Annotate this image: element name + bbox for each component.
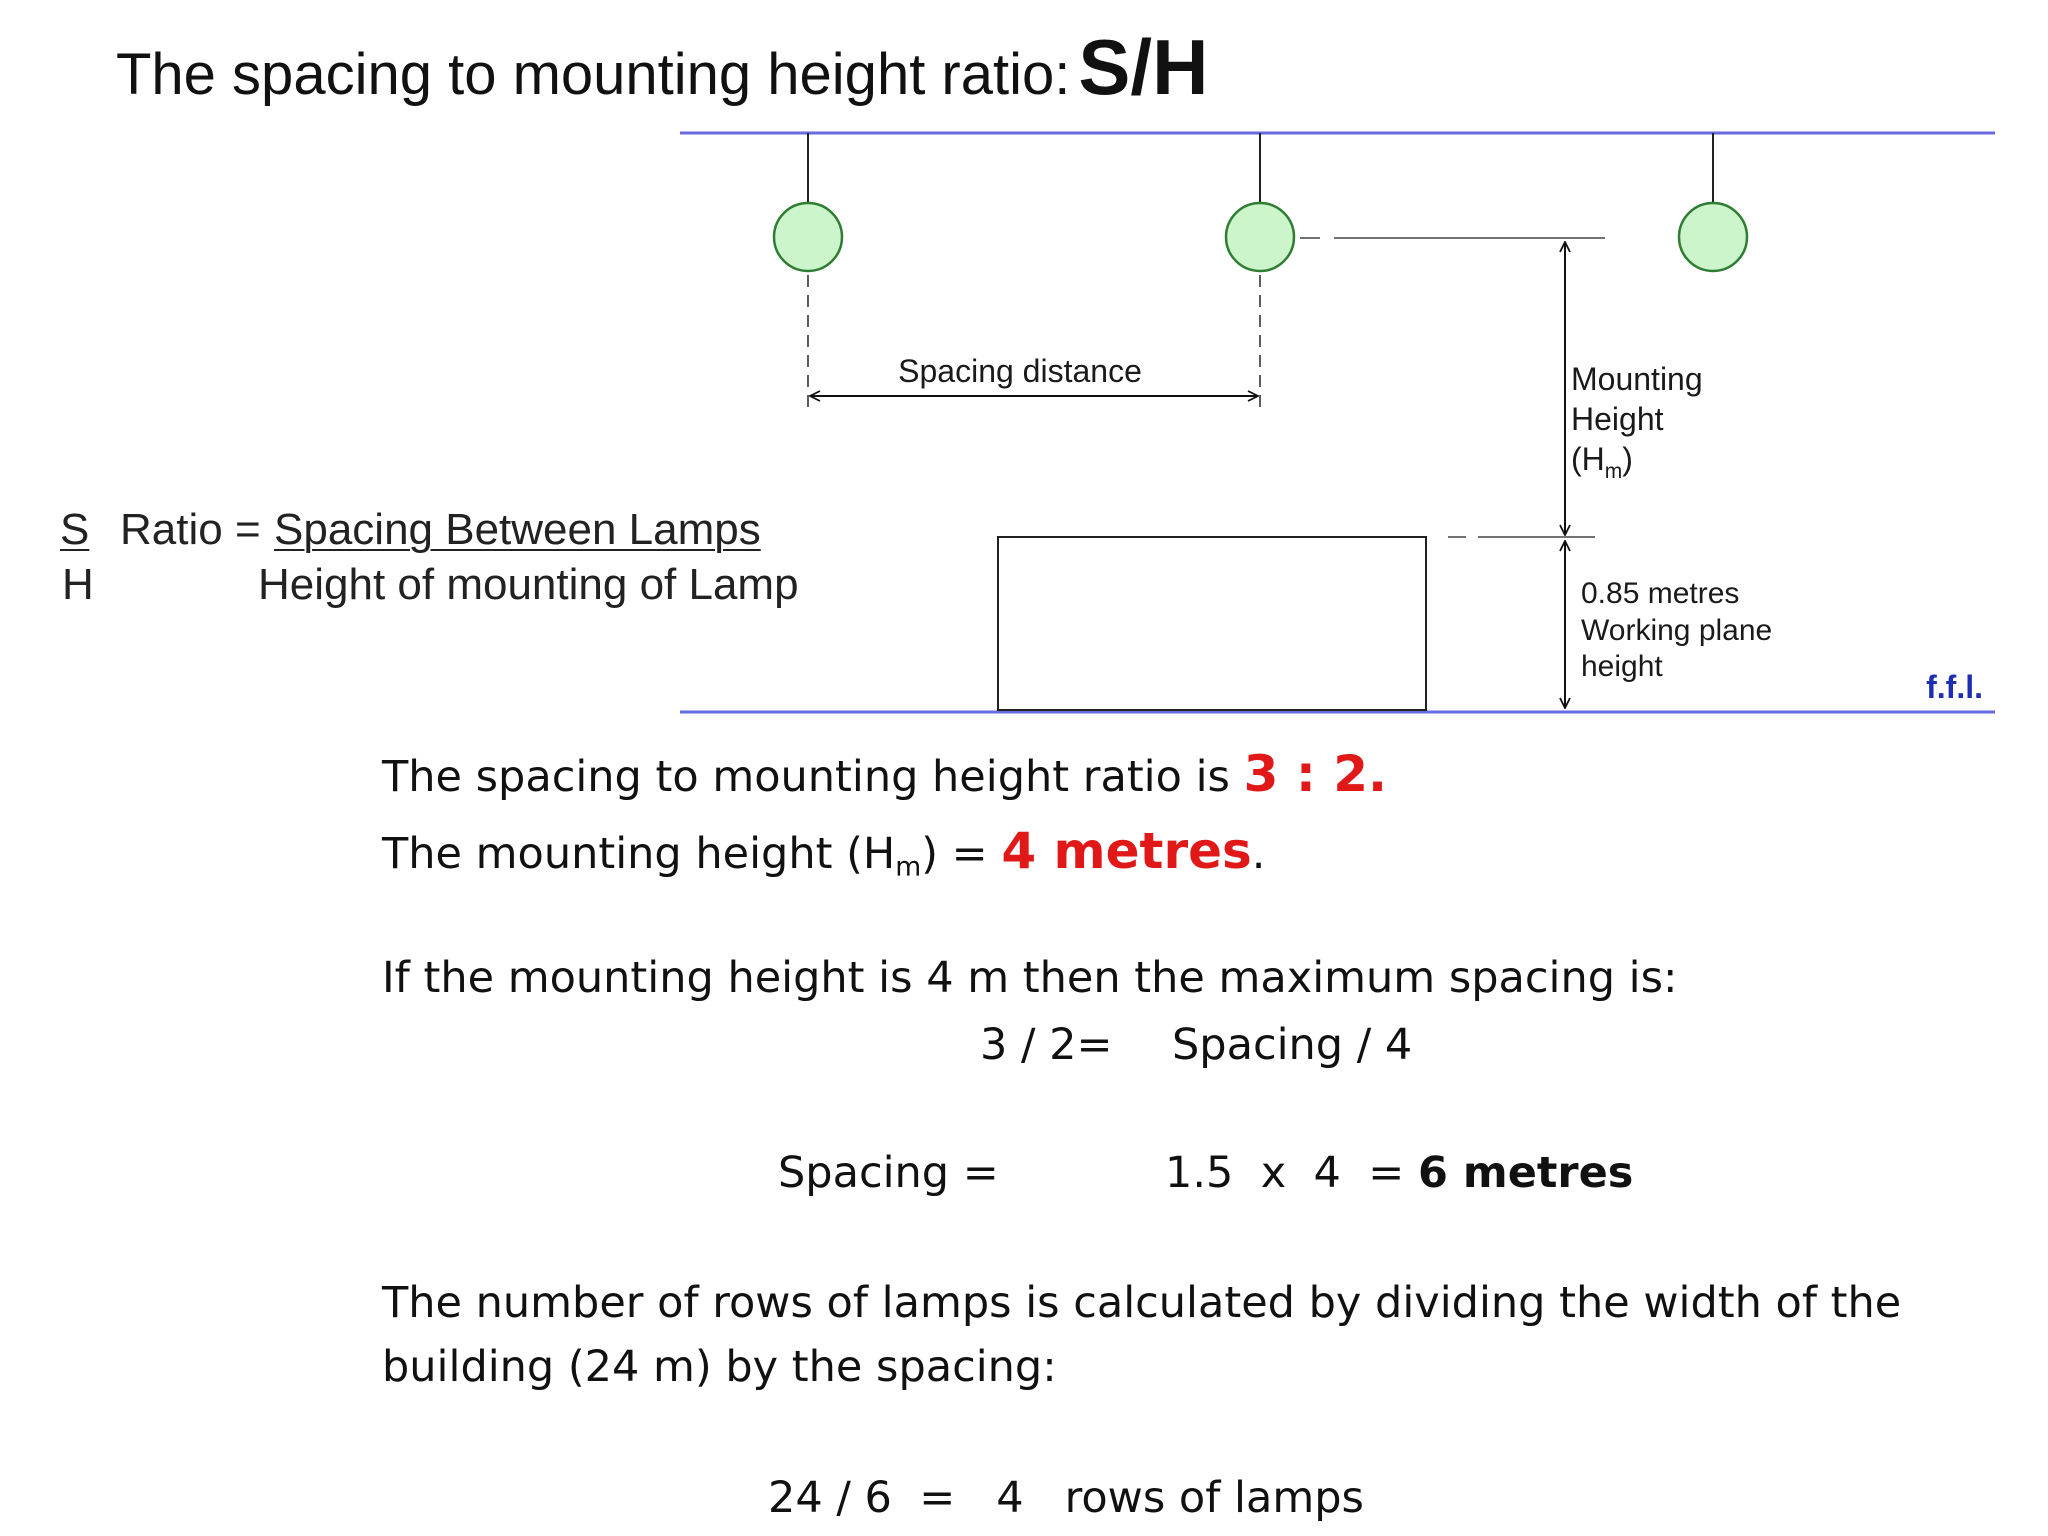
floor-level-label: f.f.l.	[1926, 669, 1983, 705]
formula-h: H	[62, 560, 94, 609]
formula-s: S	[60, 505, 90, 554]
lamp-1	[772, 133, 844, 273]
mounting-height-value: 4 metres	[1001, 822, 1252, 880]
spacing-distance-label: Spacing distance	[898, 353, 1142, 389]
working-plane-label-line2: Working plane	[1581, 614, 1772, 647]
title-text: The spacing to mounting height ratio:	[116, 42, 1071, 107]
equation-1-right: Spacing / 4	[1172, 1020, 1413, 1070]
ratio-statement: The spacing to mounting height ratio is …	[382, 745, 1388, 803]
rows-equation: 24 / 6 = 4 rows of lamps	[768, 1473, 1364, 1523]
formula-denominator: Height of mounting of Lamp	[258, 560, 799, 609]
equation-2-calc: 1.5 x 4 =	[1165, 1148, 1405, 1198]
equation-2-left: Spacing =	[778, 1148, 999, 1198]
equation-1-left: 3 / 2=	[980, 1020, 1113, 1070]
formula-ratio-prefix: Ratio =	[120, 505, 261, 554]
page-title: The spacing to mounting height ratio:S/H	[116, 22, 1208, 113]
formula-numerator: Spacing Between Lamps	[274, 505, 761, 554]
lamp-3	[1677, 133, 1749, 273]
max-spacing-statement: If the mounting height is 4 m then the m…	[382, 953, 1678, 1003]
sh-formula: S	[60, 505, 89, 555]
title-symbol: S/H	[1078, 23, 1209, 111]
mounting-height-label-line2: Height	[1571, 401, 1664, 437]
working-plane-desk	[997, 536, 1427, 711]
ratio-value: 3 : 2.	[1243, 745, 1388, 803]
mounting-height-symbol: (Hm)	[1571, 441, 1633, 483]
equation-2-result: 6 metres	[1418, 1148, 1634, 1198]
working-plane-label-line1: 0.85 metres	[1581, 577, 1739, 610]
mounting-height-label-line1: Mounting	[1571, 361, 1703, 397]
working-plane-label-line3: height	[1581, 650, 1663, 683]
mounting-height-statement: The mounting height (Hm) = 4 metres.	[382, 822, 1266, 883]
rows-statement-line2: building (24 m) by the spacing:	[382, 1342, 1057, 1392]
lamp-2	[1224, 133, 1296, 273]
rows-statement-line1: The number of rows of lamps is calculate…	[382, 1278, 1902, 1328]
